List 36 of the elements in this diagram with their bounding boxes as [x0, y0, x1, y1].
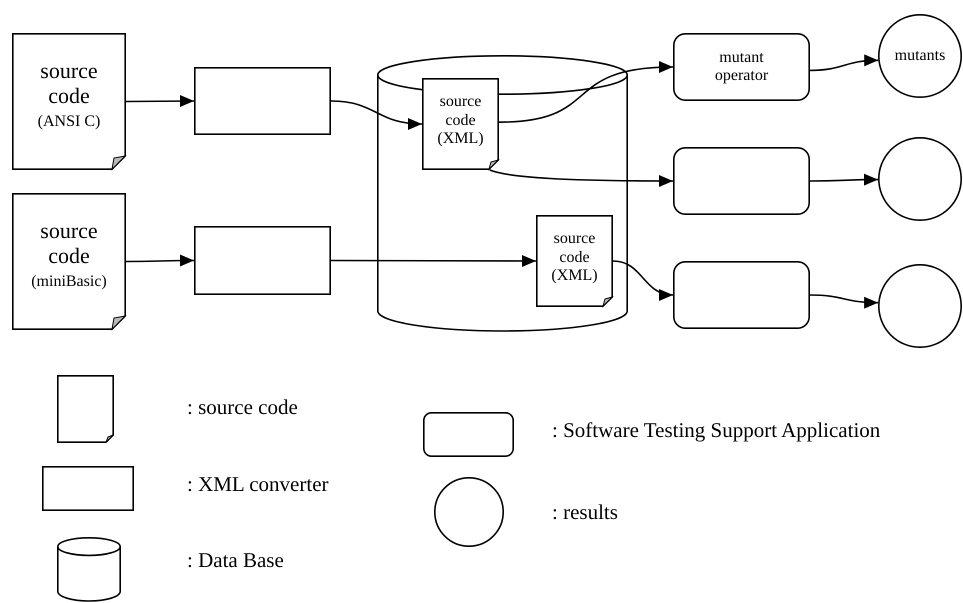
node-text: source code (XML)	[550, 230, 599, 286]
arrow	[330, 100, 422, 130]
node-text: (ANSI C)	[38, 112, 100, 131]
arrow	[331, 255, 536, 267]
result-circle	[878, 137, 962, 221]
document-shape	[12, 193, 126, 330]
node-text: mutants	[894, 46, 946, 66]
legend-text: : Software Testing Support Application	[552, 418, 880, 443]
legend-text: : source code	[187, 395, 298, 420]
node-text: (miniBasic)	[31, 272, 107, 291]
node-text: source code	[39, 218, 99, 269]
node-text: source code (XML)	[436, 93, 485, 149]
arrow	[810, 174, 878, 186]
document-shape	[536, 215, 613, 307]
arrow	[810, 294, 878, 308]
arrow	[490, 169, 673, 187]
application-box	[673, 33, 810, 101]
converter-box	[194, 226, 331, 295]
document-shape	[12, 33, 126, 170]
arrow	[126, 95, 194, 108]
arrow	[498, 62, 674, 123]
database-cylinder	[377, 55, 628, 331]
result-circle	[878, 264, 962, 348]
converter-box	[194, 67, 331, 135]
legend-text: : XML converter	[187, 472, 329, 497]
legend-text: : Data Base	[187, 548, 284, 573]
application-box	[673, 147, 810, 215]
arrow	[612, 260, 674, 300]
node-text: mutant operator	[714, 48, 770, 86]
arrow	[810, 54, 878, 72]
legend-text: : results	[552, 500, 618, 525]
arrow	[126, 254, 194, 267]
node-text: source code	[39, 58, 99, 109]
result-circle	[878, 14, 962, 98]
document-shape	[422, 78, 499, 170]
application-box	[673, 261, 810, 329]
